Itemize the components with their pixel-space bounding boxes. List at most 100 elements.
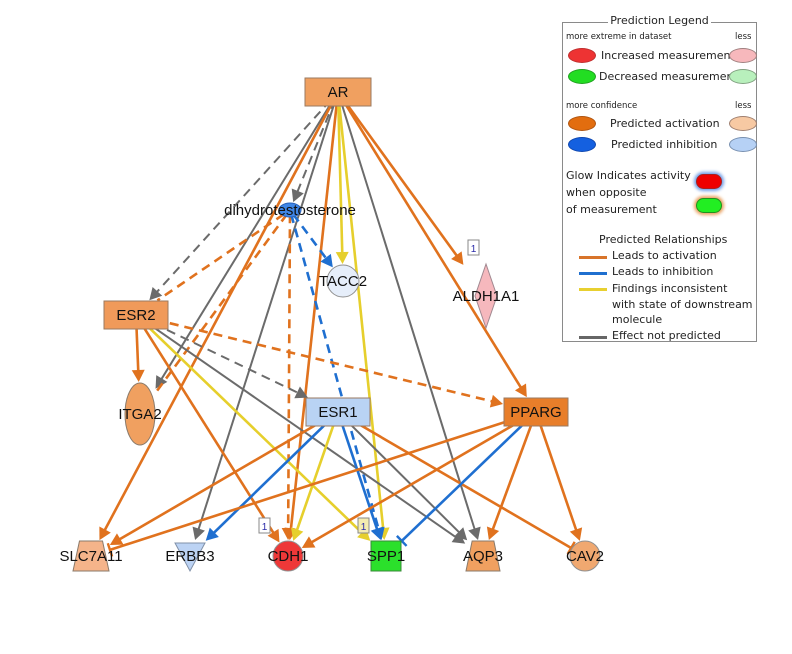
node-spp1[interactable]: SPP1	[367, 540, 405, 572]
glow-line-1: Glow Indicates activity	[566, 169, 691, 182]
arrowhead-icon	[192, 526, 205, 541]
badge-count: 1	[471, 244, 477, 255]
decreased-measurement-label: Decreased measurement	[599, 70, 738, 83]
edge-esr2-to-pparg	[154, 318, 504, 408]
edge-esr1-to-erbb3	[205, 419, 331, 541]
edge-line	[295, 419, 337, 533]
edge-line	[337, 100, 385, 531]
node-pparg[interactable]: PPARG	[503, 397, 569, 427]
node-aqp3[interactable]: AQP3	[463, 540, 503, 572]
node-dht[interactable]: dihydrotestosterone	[224, 202, 356, 219]
arrowhead-icon	[131, 369, 145, 383]
legend-confidence-more: more confidence	[566, 101, 638, 111]
predicted-inhibition-label: Predicted inhibition	[611, 138, 718, 151]
decreased-less-swatch	[729, 69, 757, 84]
increased-less-swatch	[729, 48, 757, 63]
glow-green-swatch	[696, 198, 722, 213]
edge-esr1-to-aqp3	[345, 419, 468, 541]
edge-esr1-to-cdh1	[291, 419, 337, 541]
node-cav2[interactable]: CAV2	[566, 540, 604, 572]
edge-line	[155, 99, 332, 294]
edge-pparg-to-slc7a11	[106, 416, 518, 557]
edge-pparg-to-aqp3	[486, 419, 535, 541]
node-itga2[interactable]: ITGA2	[118, 382, 162, 446]
edge-line	[343, 99, 459, 258]
arrowhead-icon	[335, 251, 349, 265]
node-esr1[interactable]: ESR1	[305, 397, 371, 427]
finding-count-badge[interactable]: 1	[467, 239, 480, 256]
aldh1a1-shape	[474, 262, 498, 330]
edge-dht-to-tacc2	[292, 213, 333, 268]
inhibition-bar-icon	[396, 535, 408, 547]
badges-layer: 1 1 1	[258, 239, 480, 534]
spp1-shape	[370, 540, 402, 572]
glow-line-3: of measurement	[566, 203, 657, 216]
finding-count-badge[interactable]: 1	[357, 517, 370, 534]
node-label: SPP1	[367, 548, 405, 565]
edge-ar-to-itga2	[155, 99, 334, 389]
badge-count: 1	[262, 522, 268, 533]
node-label: ERBB3	[165, 548, 214, 565]
edge-line	[289, 100, 339, 531]
arrowhead-icon	[99, 526, 111, 541]
arrowhead-icon	[267, 528, 280, 543]
tacc2-shape	[326, 264, 360, 298]
inconsistent-line-swatch	[579, 288, 607, 291]
arrowhead-icon	[291, 527, 304, 541]
legend-measurement-more: more extreme in dataset	[566, 32, 672, 42]
arrowhead-icon	[301, 536, 316, 548]
arrowhead-icon	[370, 526, 384, 541]
inhibition-less-swatch	[729, 137, 757, 152]
slc7a11-shape	[72, 540, 110, 572]
edge-line	[154, 318, 495, 404]
edge-esr2-to-itga2	[131, 323, 145, 383]
edge-line	[309, 419, 523, 545]
predicted-activation-label: Predicted activation	[610, 117, 720, 130]
edge-ar-to-pparg	[342, 99, 527, 398]
arrowhead-icon	[486, 526, 500, 541]
leads-to-activation-label: Leads to activation	[612, 249, 717, 262]
edge-pparg-to-spp1	[396, 419, 529, 547]
node-esr2[interactable]: ESR2	[103, 300, 169, 330]
node-slc7a11[interactable]: SLC7A11	[59, 540, 123, 572]
increased-more-swatch	[568, 48, 596, 63]
edge-line	[117, 419, 325, 542]
effect-not-predicted-label: Effect not predicted	[612, 329, 721, 342]
node-tacc2[interactable]: TACC2	[319, 264, 367, 298]
edge-line	[156, 213, 285, 302]
prediction-legend: Prediction Legend more extreme in datase…	[562, 14, 757, 342]
edge-esr1-to-spp1	[339, 419, 384, 541]
edge-line	[109, 416, 518, 552]
erbb3-shape	[174, 542, 206, 573]
node-erbb3[interactable]: ERBB3	[165, 542, 215, 573]
edge-line	[537, 419, 578, 533]
glow-red-swatch	[696, 174, 722, 189]
node-label: CDH1	[268, 548, 309, 565]
edge-line	[292, 213, 329, 261]
edge-dht-to-cdh1	[281, 214, 295, 541]
edge-ar-to-aldh1a1	[343, 99, 464, 265]
edge-line	[490, 419, 535, 532]
dht-shape	[278, 202, 302, 218]
badge-box	[357, 517, 370, 534]
arrowhead-icon	[149, 287, 163, 301]
edge-line	[135, 323, 140, 373]
edge-line	[143, 322, 365, 536]
arrowhead-icon	[468, 526, 481, 541]
badge-count: 1	[361, 522, 367, 533]
finding-count-badge[interactable]: 1	[258, 517, 271, 534]
arrowhead-icon	[205, 527, 219, 541]
esr2-shape	[103, 300, 169, 330]
inhibition-bar-icon	[566, 541, 576, 555]
edge-ar-to-esr2	[149, 99, 332, 301]
node-aldh1a1[interactable]: ALDH1A1	[453, 262, 520, 330]
edge-line	[197, 100, 337, 532]
node-ar[interactable]: AR	[304, 77, 372, 107]
node-label: ESR1	[318, 404, 357, 421]
node-label: TACC2	[319, 273, 367, 290]
esr1-shape	[305, 397, 371, 427]
node-cdh1[interactable]: CDH1	[268, 540, 309, 572]
pparg-shape	[503, 397, 569, 427]
